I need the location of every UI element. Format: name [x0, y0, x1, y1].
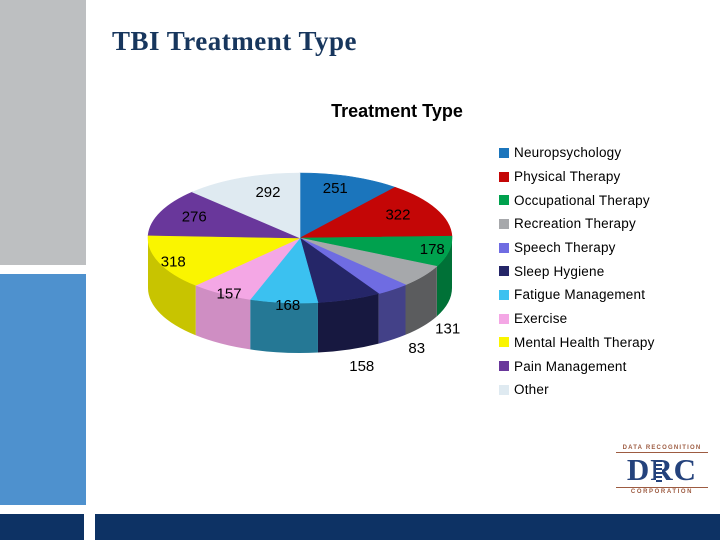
- legend-item: Other: [499, 378, 655, 402]
- pie-slice: [147, 191, 301, 239]
- legend-item: Speech Therapy: [499, 236, 655, 260]
- legend-item: Recreation Therapy: [499, 212, 655, 236]
- legend-label: Recreation Therapy: [514, 216, 636, 232]
- legend-label: Speech Therapy: [514, 240, 616, 256]
- pie-data-label: 157: [217, 286, 242, 303]
- pie-data-label: 276: [182, 209, 207, 226]
- legend-swatch: [499, 361, 509, 372]
- pie-data-label: 251: [323, 180, 348, 197]
- pie-slice-wall: [436, 238, 452, 317]
- legend-item: Mental Health Therapy: [499, 331, 655, 355]
- pie-slice: [147, 234, 301, 286]
- pie-data-label: 292: [255, 184, 280, 201]
- legend-swatch: [499, 289, 509, 300]
- legend-label: Occupational Therapy: [514, 192, 650, 208]
- pie-data-label: 318: [161, 253, 186, 270]
- logo-ladder-motif: [656, 460, 662, 482]
- legend-swatch: [499, 218, 509, 229]
- pie-slice: [191, 172, 301, 239]
- chart-title: Treatment Type: [331, 101, 463, 121]
- legend-item: Neuropsychology: [499, 141, 655, 165]
- legend-label: Neuropsychology: [514, 145, 622, 161]
- pie-slice: [299, 172, 396, 239]
- legend-item: Exercise: [499, 307, 655, 331]
- legend-label: Physical Therapy: [514, 169, 621, 185]
- legend-swatch: [499, 242, 509, 253]
- legend-swatch: [499, 337, 509, 348]
- logo-bottom-text: CORPORATION: [616, 487, 708, 495]
- legend-swatch: [499, 195, 509, 206]
- legend-swatch: [499, 171, 509, 182]
- slide-title: TBI Treatment Type: [112, 26, 358, 56]
- pie-slice-wall: [378, 284, 406, 344]
- pie-data-label: 131: [435, 321, 460, 338]
- legend-item: Fatigue Management: [499, 283, 655, 307]
- legend-swatch: [499, 384, 509, 395]
- sidebar-blue-block: [0, 274, 86, 505]
- pie-slice-wall: [317, 293, 379, 353]
- logo-main-text: DRC: [616, 453, 708, 487]
- legend-label: Fatigue Management: [514, 287, 646, 303]
- legend-swatch: [499, 266, 509, 277]
- sidebar-gray-block: [0, 0, 86, 265]
- legend-label: Exercise: [514, 311, 568, 327]
- legend-label: Pain Management: [514, 358, 627, 374]
- drc-logo: DATA RECOGNITION DRC CORPORATION: [616, 445, 708, 503]
- pie-slice-wall: [405, 266, 437, 335]
- pie-slice: [299, 186, 453, 239]
- legend-item: Pain Management: [499, 354, 655, 378]
- pie-slice-wall: [148, 238, 196, 336]
- pie-data-label: 178: [420, 241, 445, 258]
- pie-slice-wall: [250, 299, 318, 353]
- legend-item: Physical Therapy: [499, 165, 655, 189]
- legend-item: Sleep Hygiene: [499, 259, 655, 283]
- logo-top-text: DATA RECOGNITION: [616, 445, 708, 453]
- legend-swatch: [499, 147, 509, 158]
- pie-data-label: 83: [408, 340, 425, 357]
- pie-data-label: 158: [349, 358, 374, 375]
- legend-label: Mental Health Therapy: [514, 334, 655, 350]
- pie-data-label: 322: [385, 206, 410, 223]
- legend-label: Other: [514, 382, 549, 398]
- legend-item: Occupational Therapy: [499, 188, 655, 212]
- pie-data-label: 168: [275, 297, 300, 314]
- legend-swatch: [499, 313, 509, 324]
- footer-accent-block: [0, 514, 84, 540]
- legend-label: Sleep Hygiene: [514, 263, 605, 279]
- footer-bar: [95, 514, 720, 540]
- pie-slice-wall: [195, 285, 251, 350]
